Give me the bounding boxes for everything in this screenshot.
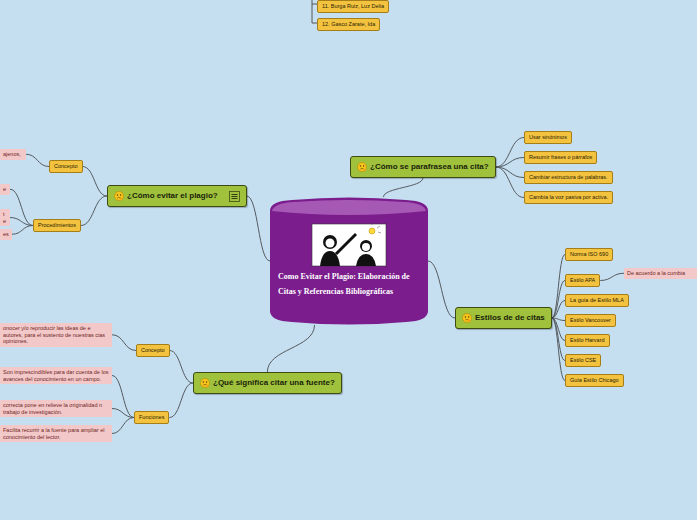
branch-node: Estilos de de citas — [455, 307, 552, 329]
connector — [10, 218, 33, 226]
connector — [496, 158, 524, 168]
connector — [83, 167, 107, 197]
node-text: e — [3, 186, 6, 192]
note-box: De acuerdo a la cumbia — [624, 268, 697, 279]
node-text: La guía de Estilo MLA — [570, 297, 624, 303]
note-box: e — [0, 184, 10, 195]
node-text: 12. Gasco Zarate, Ida — [322, 21, 375, 27]
topic-node: Norma ISO 690 — [565, 248, 613, 261]
connector — [170, 351, 193, 384]
central-topic: Como Evitar el Plagio: Elaboración de Ci… — [270, 197, 428, 325]
node-text: Cambiar estructura de palabras. — [529, 174, 608, 180]
node-text: Guía Estilo Chicago — [570, 377, 619, 383]
connector — [169, 383, 193, 418]
node-text: Concepto — [141, 347, 165, 353]
node-text: Concepto — [54, 163, 78, 169]
connector — [26, 154, 49, 166]
node-text: Procedimientos — [38, 222, 76, 228]
connector — [112, 335, 136, 351]
connector — [552, 301, 565, 319]
connector — [81, 196, 107, 226]
node-text: 11. Burga Ruiz, Luz Delia — [322, 3, 384, 9]
connector — [428, 261, 455, 318]
connector — [600, 273, 624, 280]
topic-node: Guía Estilo Chicago — [565, 374, 624, 387]
node-text: te — [3, 211, 6, 224]
note-box: correcta pone en relieve la originalidad… — [0, 400, 112, 417]
note-icon — [229, 191, 240, 202]
topic-node: Resumir frases o párrafos — [524, 151, 597, 164]
node-text: Estilo CSE — [570, 357, 596, 363]
emoji-icon — [200, 378, 210, 388]
connector — [12, 226, 33, 235]
branch-node: ¿Cómo evitar el plagio? — [107, 185, 247, 207]
note-box: es — [0, 229, 12, 240]
node-text: Estilo APA — [570, 277, 595, 283]
topic-node: Procedimientos — [33, 219, 81, 232]
connector — [267, 325, 314, 372]
topic-node: Usar sinónimos — [524, 131, 572, 144]
node-text: Funciones — [139, 414, 164, 420]
node-text: Usar sinónimos — [529, 134, 567, 140]
emoji-icon — [462, 313, 472, 323]
node-text: Facilita recurrir a la fuente para ampli… — [3, 427, 105, 440]
node-text: correcta pone en relieve la originalidad… — [3, 402, 102, 415]
node-text: es — [3, 231, 9, 237]
node-text: Son imprescindibles para dar cuenta de l… — [3, 369, 108, 382]
connector — [384, 178, 423, 197]
note-box: Facilita recurrir a la fuente para ampli… — [0, 425, 112, 442]
connector — [112, 409, 134, 418]
connector — [247, 196, 270, 261]
node-text: ¿Cómo evitar el plagio? — [127, 190, 218, 202]
node-text: Resumir frases o párrafos — [529, 154, 592, 160]
topic-node: Cambiar estructura de palabras. — [524, 171, 613, 184]
node-text: Estilo Harvard — [570, 337, 605, 343]
note-box: te — [0, 209, 10, 226]
topic-node: Concepto — [136, 344, 170, 357]
node-text: ¿Cómo se parafrasea una cita? — [370, 161, 489, 173]
connector — [496, 167, 524, 198]
connector — [552, 318, 565, 361]
note-box: Son imprescindibles para dar cuenta de l… — [0, 367, 112, 384]
node-text: ajenos, — [3, 151, 21, 157]
note-box: ajenos, — [0, 149, 26, 160]
topic-node: Funciones — [134, 411, 169, 424]
topic-node: La guía de Estilo MLA — [565, 294, 629, 307]
topic-node: Cambia la voz pasiva por activa. — [524, 191, 613, 204]
connector — [496, 138, 524, 168]
node-text: Estilos de de citas — [475, 312, 545, 324]
connector — [552, 281, 565, 319]
branch-node: ¿Qué significa citar una fuente? — [193, 372, 342, 394]
topic-node: 11. Burga Ruiz, Luz Delia — [317, 0, 389, 13]
node-text: Cambia la voz pasiva por activa. — [529, 194, 608, 200]
topic-node: Estilo APA — [565, 274, 600, 287]
node-text: De acuerdo a la cumbia — [627, 270, 685, 276]
node-text: ¿Qué significa citar una fuente? — [213, 377, 335, 389]
node-text: Norma ISO 690 — [570, 251, 608, 257]
note-box: onocer y/o reproducir las ideas de e aut… — [0, 323, 112, 347]
node-text: onocer y/o reproducir las ideas de e aut… — [3, 325, 105, 344]
branch-node: ¿Cómo se parafrasea una cita? — [350, 156, 496, 178]
topic-node: 12. Gasco Zarate, Ida — [317, 18, 380, 31]
central-blob — [270, 197, 428, 325]
node-text: Estilo Vancouver — [570, 317, 611, 323]
connector — [552, 255, 565, 319]
topic-node: Concepto — [49, 160, 83, 173]
illustration — [312, 223, 386, 266]
topic-node: Estilo Vancouver — [565, 314, 616, 327]
emoji-icon — [114, 191, 124, 201]
connector — [552, 318, 565, 381]
connector — [112, 376, 134, 418]
emoji-icon — [357, 162, 367, 172]
topic-node: Estilo Harvard — [565, 334, 610, 347]
title-text: Como Evitar el Plagio: Elaboración de Ci… — [278, 272, 410, 296]
connector — [112, 418, 134, 434]
topic-node: Estilo CSE — [565, 354, 601, 367]
connector — [10, 189, 33, 225]
